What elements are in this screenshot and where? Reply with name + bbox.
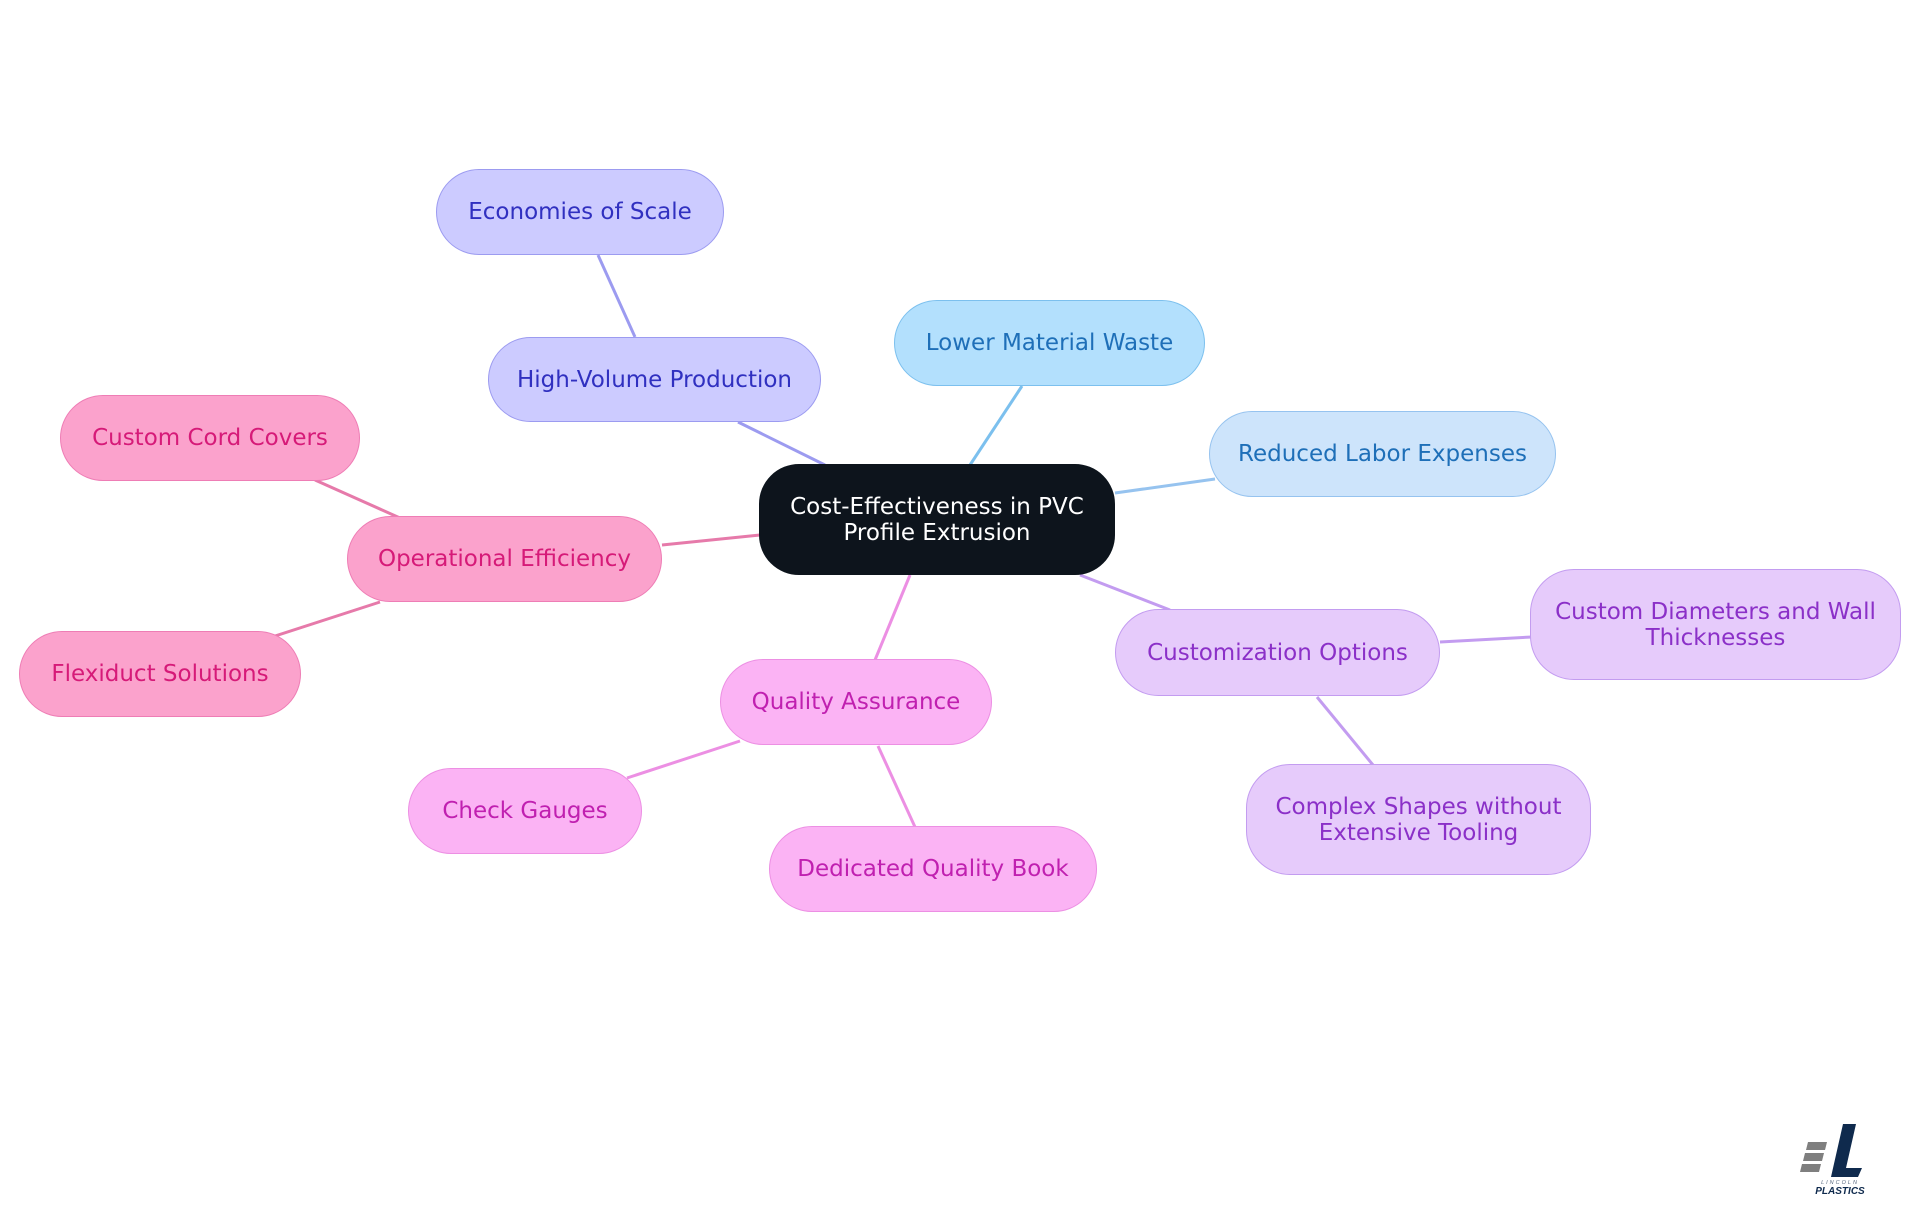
- branch-label: Quality Assurance: [751, 689, 961, 715]
- branch-operational-efficiency[interactable]: Operational Efficiency: [347, 516, 662, 602]
- root-label: Cost-Effectiveness in PVC Profile Extrus…: [790, 493, 1084, 546]
- edge-high-volume-economies: [596, 254, 637, 338]
- leaf-complex-shapes[interactable]: Complex Shapes without Extensive Tooling: [1246, 764, 1591, 875]
- branch-reduced-labor-expenses[interactable]: Reduced Labor Expenses: [1209, 411, 1556, 497]
- edge-root-quality: [873, 574, 912, 661]
- leaf-label: Economies of Scale: [468, 199, 692, 225]
- root-node[interactable]: Cost-Effectiveness in PVC Profile Extrus…: [759, 464, 1115, 575]
- svg-text:PLASTICS: PLASTICS: [1815, 1186, 1865, 1197]
- lincoln-plastics-logo-icon: LINCOLN PLASTICS: [1800, 1124, 1865, 1197]
- branch-high-volume-production[interactable]: High-Volume Production: [488, 337, 821, 422]
- leaf-dedicated-quality-book[interactable]: Dedicated Quality Book: [769, 826, 1097, 912]
- edge-root-operational: [661, 533, 761, 547]
- edge-root-reduced-labor: [1114, 477, 1216, 495]
- edge-root-high-volume: [737, 420, 826, 467]
- branch-customization-options[interactable]: Customization Options: [1115, 609, 1440, 696]
- leaf-label: Complex Shapes without Extensive Tooling: [1275, 793, 1562, 846]
- edge-operational-flexiduct: [274, 600, 381, 638]
- svg-text:LINCOLN: LINCOLN: [1821, 1180, 1859, 1186]
- leaf-custom-cord-covers[interactable]: Custom Cord Covers: [60, 395, 360, 481]
- leaf-label: Custom Diameters and Wall Thicknesses: [1555, 598, 1876, 651]
- edge-root-customization: [1079, 573, 1171, 612]
- leaf-custom-diameters[interactable]: Custom Diameters and Wall Thicknesses: [1530, 569, 1901, 680]
- branch-label: Operational Efficiency: [377, 546, 632, 572]
- branch-lower-material-waste[interactable]: Lower Material Waste: [894, 300, 1205, 386]
- branch-label: Lower Material Waste: [925, 330, 1174, 356]
- branch-quality-assurance[interactable]: Quality Assurance: [720, 659, 992, 745]
- edge-customization-complex: [1315, 696, 1375, 766]
- edge-customization-diameters: [1439, 635, 1533, 644]
- leaf-label: Custom Cord Covers: [92, 425, 328, 451]
- leaf-economies-of-scale[interactable]: Economies of Scale: [436, 169, 724, 255]
- leaf-label: Flexiduct Solutions: [51, 661, 269, 687]
- branch-label: Reduced Labor Expenses: [1238, 441, 1527, 467]
- leaf-label: Check Gauges: [442, 798, 608, 824]
- leaf-flexiduct-solutions[interactable]: Flexiduct Solutions: [19, 631, 301, 717]
- branch-label: Customization Options: [1147, 639, 1408, 666]
- branch-label: High-Volume Production: [516, 366, 793, 393]
- edge-quality-quality-book: [876, 745, 917, 828]
- edge-root-lower-waste: [968, 385, 1024, 466]
- edge-quality-check-gauges: [626, 739, 741, 780]
- edge-operational-cord-covers: [314, 478, 401, 520]
- leaf-label: Dedicated Quality Book: [797, 856, 1069, 882]
- leaf-check-gauges[interactable]: Check Gauges: [408, 768, 642, 854]
